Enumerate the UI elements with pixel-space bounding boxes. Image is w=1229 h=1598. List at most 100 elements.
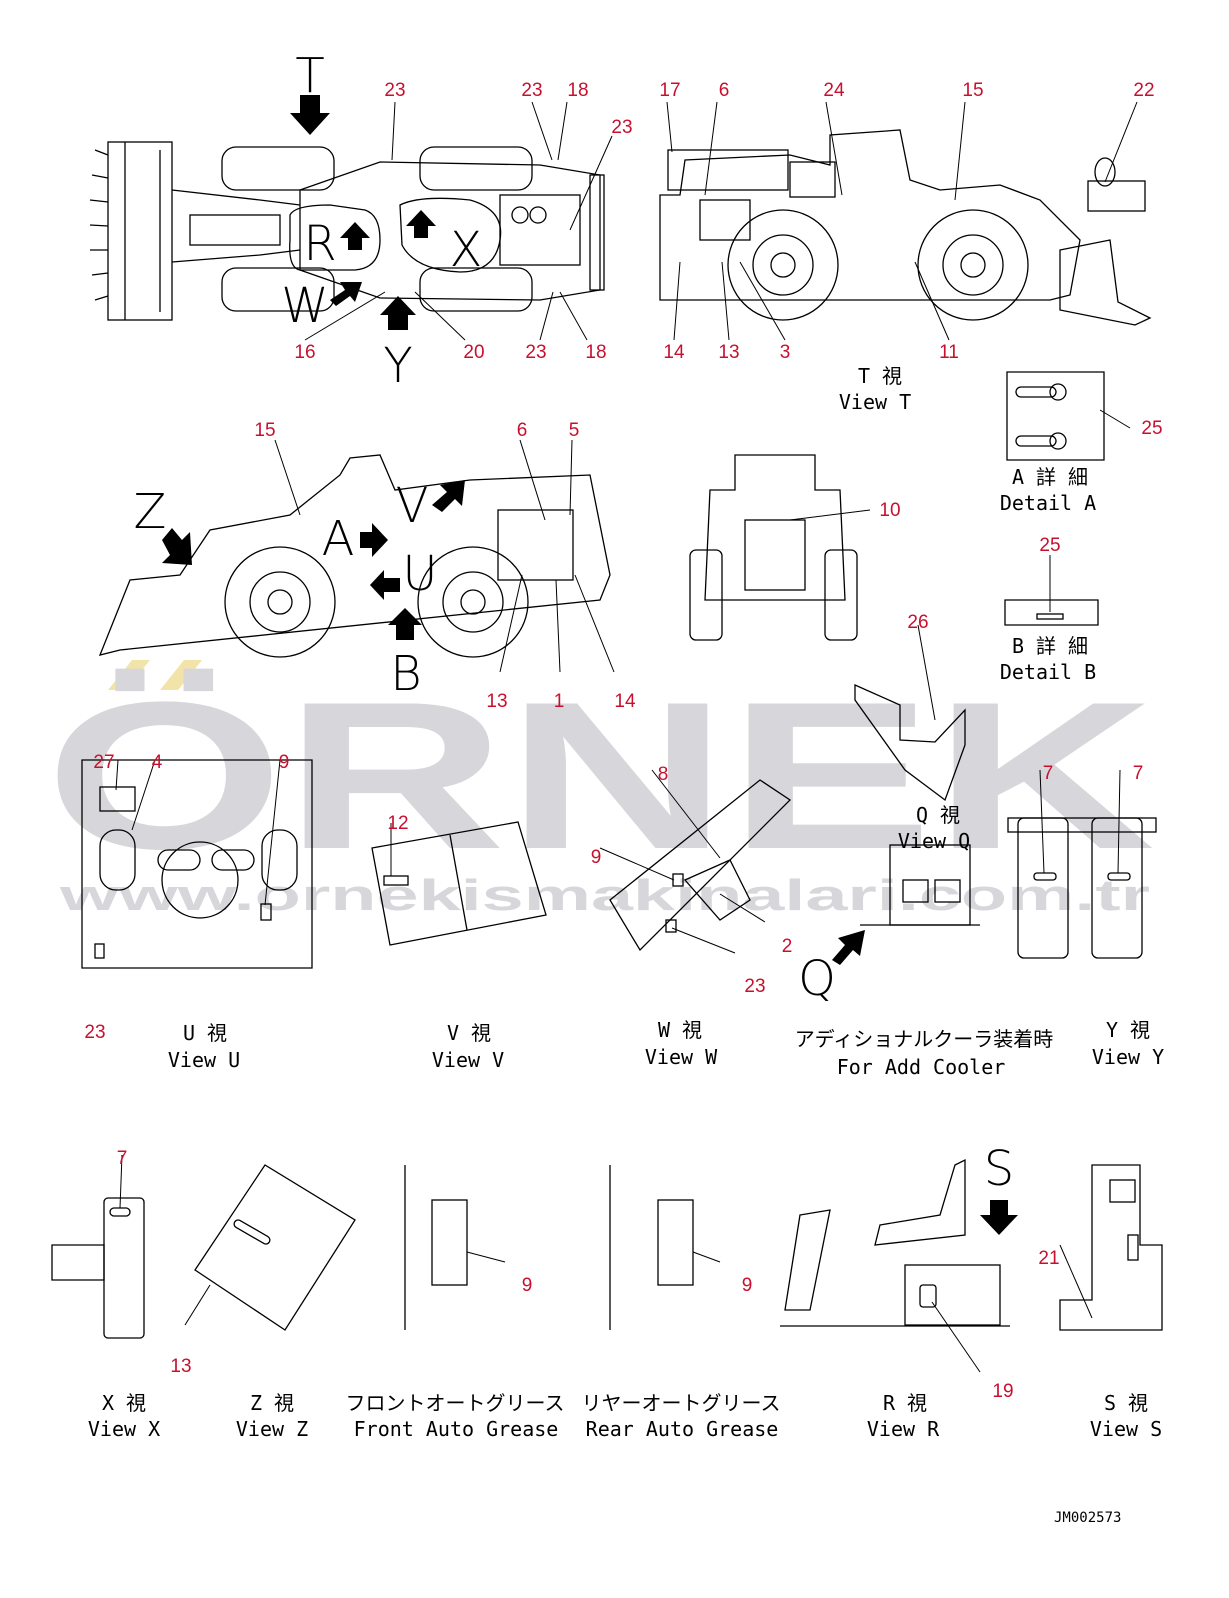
right-side-drawing	[659, 101, 1152, 341]
drawing-code: JM002573	[1054, 1510, 1121, 1526]
caption-view-w-jp: W 視	[658, 1018, 702, 1042]
label-23-a: 23	[384, 80, 405, 101]
part-numbers: 23 23 18 23 16 20 23 18 17 6 24 15 22 14…	[84, 80, 1162, 1402]
label-4: 4	[152, 752, 163, 773]
label-7-c: 7	[117, 1148, 128, 1169]
detail-b-drawing	[1004, 555, 1099, 626]
label-13-b: 13	[486, 691, 507, 712]
view-y-drawing	[1007, 769, 1157, 959]
view-letter-y: Y	[383, 338, 412, 394]
label-23-d: 23	[525, 342, 546, 363]
caption-front-grease: Front Auto Grease	[354, 1417, 559, 1441]
view-v-drawing	[371, 821, 547, 946]
caption-view-r-jp: R 視	[883, 1391, 927, 1415]
label-23-e: 23	[84, 1022, 105, 1043]
view-w-drawing	[599, 769, 792, 954]
caption-view-x: View X	[88, 1417, 160, 1441]
label-20: 20	[463, 342, 484, 363]
arrow-r-up	[340, 222, 370, 250]
label-9-c: 9	[522, 1275, 533, 1296]
view-letter-w: W	[281, 278, 328, 334]
view-letter-z: Z	[134, 484, 167, 540]
arrow-x-up	[406, 210, 436, 238]
label-21: 21	[1038, 1248, 1059, 1269]
label-17: 17	[659, 80, 680, 101]
label-18-a: 18	[567, 80, 588, 101]
caption-view-u: View U	[168, 1048, 240, 1072]
label-7-b: 7	[1133, 763, 1144, 784]
caption-view-y: View Y	[1092, 1045, 1164, 1069]
label-13-a: 13	[718, 342, 739, 363]
arrow-z	[162, 528, 192, 565]
caption-cooler: For Add Cooler	[837, 1055, 1006, 1079]
view-letter-t: T	[295, 48, 324, 104]
label-27: 27	[93, 752, 114, 773]
label-16: 16	[294, 342, 315, 363]
view-letter-a: A	[322, 511, 355, 567]
arrow-u	[370, 570, 400, 600]
caption-view-w: View W	[645, 1045, 718, 1069]
label-9-b: 9	[591, 847, 602, 868]
view-letter-v: V	[396, 478, 429, 534]
view-letter-b: B	[390, 646, 421, 702]
label-2: 2	[782, 936, 793, 957]
view-u-drawing	[81, 759, 313, 969]
caption-front-grease-jp: フロントオートグリース	[346, 1391, 565, 1415]
caption-rear-grease: Rear Auto Grease	[586, 1417, 779, 1441]
left-side-drawing: Z A V U B	[98, 439, 615, 702]
arrow-b	[388, 608, 422, 640]
caption-view-s: View S	[1090, 1417, 1162, 1441]
arrow-w	[330, 282, 362, 306]
label-3: 3	[780, 342, 791, 363]
rear-view-drawing	[689, 454, 871, 641]
label-15-b: 15	[254, 420, 275, 441]
view-letter-u: U	[402, 546, 437, 602]
caption-view-y-jp: Y 視	[1106, 1018, 1150, 1042]
top-view-drawing: R X T W Y	[89, 48, 613, 394]
front-grease-drawing	[404, 1165, 506, 1330]
label-14-a: 14	[663, 342, 685, 363]
label-25-b: 25	[1039, 535, 1060, 556]
label-8: 8	[658, 764, 669, 785]
caption-view-t: View T	[839, 390, 911, 414]
view-letter-x: X	[450, 222, 483, 278]
view-z-drawing	[184, 1164, 356, 1331]
view-captions: T 視 View T A 詳 細 Detail A B 詳 細 Detail B…	[88, 364, 1164, 1441]
label-23-f: 23	[744, 976, 765, 997]
label-26: 26	[907, 612, 928, 633]
caption-view-s-jp: S 視	[1104, 1391, 1148, 1415]
caption-detail-a-jp: A 詳 細	[1012, 465, 1088, 489]
detail-a-drawing	[1006, 371, 1131, 461]
caption-view-q-jp: Q 視	[916, 803, 960, 827]
view-letter-r: R	[303, 216, 336, 272]
caption-detail-b: Detail B	[1000, 660, 1096, 684]
caption-view-z: View Z	[236, 1417, 308, 1441]
label-10: 10	[879, 500, 900, 521]
view-r-drawing: S	[780, 1141, 1018, 1373]
view-letter-q: Q	[798, 951, 836, 1007]
label-1: 1	[554, 691, 565, 712]
label-15-a: 15	[962, 80, 983, 101]
arrow-a	[360, 523, 388, 557]
arrow-q	[832, 930, 865, 965]
caption-view-v: View V	[432, 1048, 504, 1072]
label-24: 24	[823, 80, 845, 101]
caption-detail-a: Detail A	[1000, 491, 1096, 515]
label-6-b: 6	[517, 420, 528, 441]
cooler-drawing: Q	[798, 844, 980, 1007]
watermark: ÖRNEK www.ornekismakinalari.com.tr	[45, 658, 1155, 920]
caption-detail-b-jp: B 詳 細	[1012, 634, 1088, 658]
view-s-drawing	[1059, 1164, 1163, 1331]
caption-view-x-jp: X 視	[102, 1391, 146, 1415]
caption-rear-grease-jp: リヤーオートグリース	[582, 1391, 781, 1415]
caption-view-r: View R	[867, 1417, 940, 1441]
view-q-drawing	[854, 624, 966, 802]
label-14-b: 14	[614, 691, 636, 712]
label-13-c: 13	[170, 1356, 191, 1377]
label-19: 19	[992, 1381, 1013, 1402]
caption-cooler-jp: アディショナルクーラ装着時	[795, 1027, 1054, 1051]
label-22: 22	[1133, 80, 1154, 101]
caption-view-u-jp: U 視	[183, 1021, 227, 1045]
label-9-d: 9	[742, 1275, 753, 1296]
label-25-a: 25	[1141, 418, 1162, 439]
